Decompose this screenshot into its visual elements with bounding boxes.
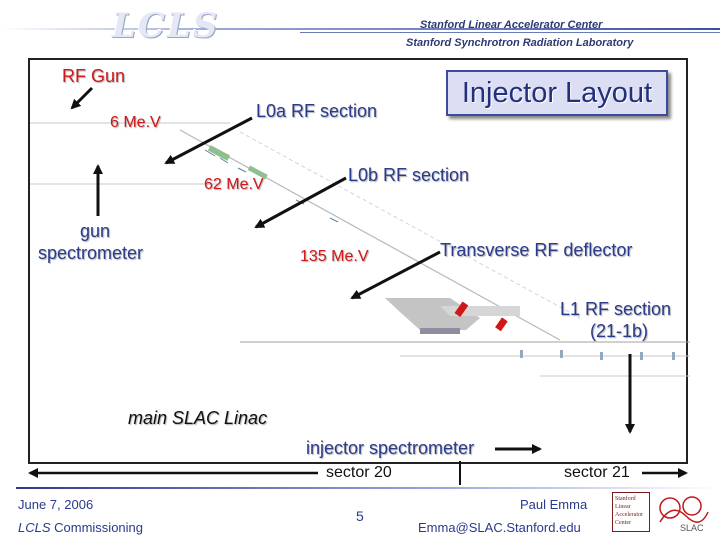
page-number: 5: [356, 508, 364, 524]
injector-spectrometer-label: injector spectrometer: [306, 438, 475, 458]
slide-header: LCLS Stanford Linear Accelerator Center …: [0, 0, 720, 58]
l0a-label: L0a RF section: [256, 101, 378, 121]
l0b-label: L0b RF section: [348, 165, 470, 185]
l1-marker: [495, 317, 508, 332]
header-rule: [0, 28, 720, 30]
l1-label-1: L1 RF section: [560, 299, 672, 319]
dogleg-beamline: [179, 129, 561, 341]
rf-deflector-arrow: [350, 250, 441, 300]
footer-email: Emma@SLAC.Stanford.edu: [418, 520, 581, 535]
footer-date: June 7, 2006: [18, 497, 94, 512]
lcls-logo: LCLS: [112, 6, 220, 46]
linac-elements: [520, 350, 675, 360]
sector-21-label: sector 21: [564, 464, 630, 481]
enclosure-detail: [420, 328, 460, 334]
gun-spectrometer-label-1: gun: [80, 221, 111, 241]
rf-gun-arrow: [70, 86, 94, 110]
rf-gun-label: RF Gun: [62, 66, 126, 86]
sector-20-label: sector 20: [326, 464, 392, 481]
l0b-arrow: [254, 176, 347, 229]
energy-135mev-label: 135 Me.V: [300, 248, 369, 265]
footer-event: LCLS Commissioning: [18, 520, 143, 535]
gun-spectrometer-label-2: spectrometer: [38, 243, 144, 263]
rf-deflector-marker: [454, 301, 469, 318]
bend-region: [440, 306, 520, 316]
stanford-logo: Stanford Linear Accelerator Center: [612, 492, 650, 532]
footer-rule: [16, 487, 720, 489]
rf-deflector-label: Transverse RF deflector: [440, 240, 633, 260]
footer-author: Paul Emma: [520, 497, 588, 512]
l1-label-2: (21-1b): [590, 321, 649, 341]
l0-cavity: [207, 145, 231, 161]
energy-6mev-label: 6 Me.V: [110, 114, 161, 131]
diagram-frame: [28, 58, 688, 464]
slac-name: Stanford Linear Accelerator Center: [420, 19, 603, 31]
header-rule-2: [300, 32, 720, 33]
ssrl-name: Stanford Synchrotron Radiation Laborator…: [406, 37, 634, 49]
slac-logo-text: SLAC: [680, 523, 704, 533]
slide-title-text: Injector Layout: [461, 76, 653, 109]
energy-62mev-label: 62 Me.V: [204, 176, 264, 193]
beamline-elements: [204, 149, 339, 223]
dogleg-beamline-2: [239, 131, 581, 319]
l0a-arrow: [164, 116, 253, 165]
l0b-cavity: [247, 165, 268, 180]
footer-event-rest: Commissioning: [50, 520, 144, 535]
slac-logo: SLAC: [659, 496, 709, 533]
slide-title: Injector Layout: [446, 70, 668, 116]
main-linac-label: main SLAC Linac: [128, 408, 268, 428]
footer-event-italic: LCLS: [18, 520, 51, 535]
